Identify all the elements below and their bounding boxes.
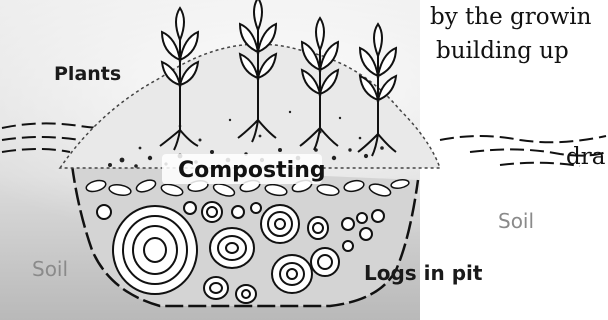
- log-small-5: [236, 285, 256, 303]
- log-small-1: [311, 248, 339, 276]
- caption-line-2: building up: [436, 38, 569, 64]
- label-soil-right: Soil: [498, 209, 534, 233]
- caption-panel-lower: [420, 150, 608, 320]
- label-logs-in-pit: Logs in pit: [364, 261, 483, 285]
- label-soil-left: Soil: [32, 257, 68, 281]
- log-small-2: [202, 202, 222, 222]
- log-medium-1: [210, 228, 254, 268]
- log-medium-3: [272, 255, 312, 293]
- label-composting: Composting: [178, 158, 326, 183]
- log-medium-2: [261, 205, 299, 243]
- caption-line-1: by the growin: [430, 4, 592, 30]
- log-small-4: [308, 217, 328, 239]
- caption-line-3: dra: [566, 144, 606, 170]
- log-large: [113, 206, 197, 294]
- label-plants: Plants: [54, 63, 121, 85]
- log-small-3: [204, 277, 228, 299]
